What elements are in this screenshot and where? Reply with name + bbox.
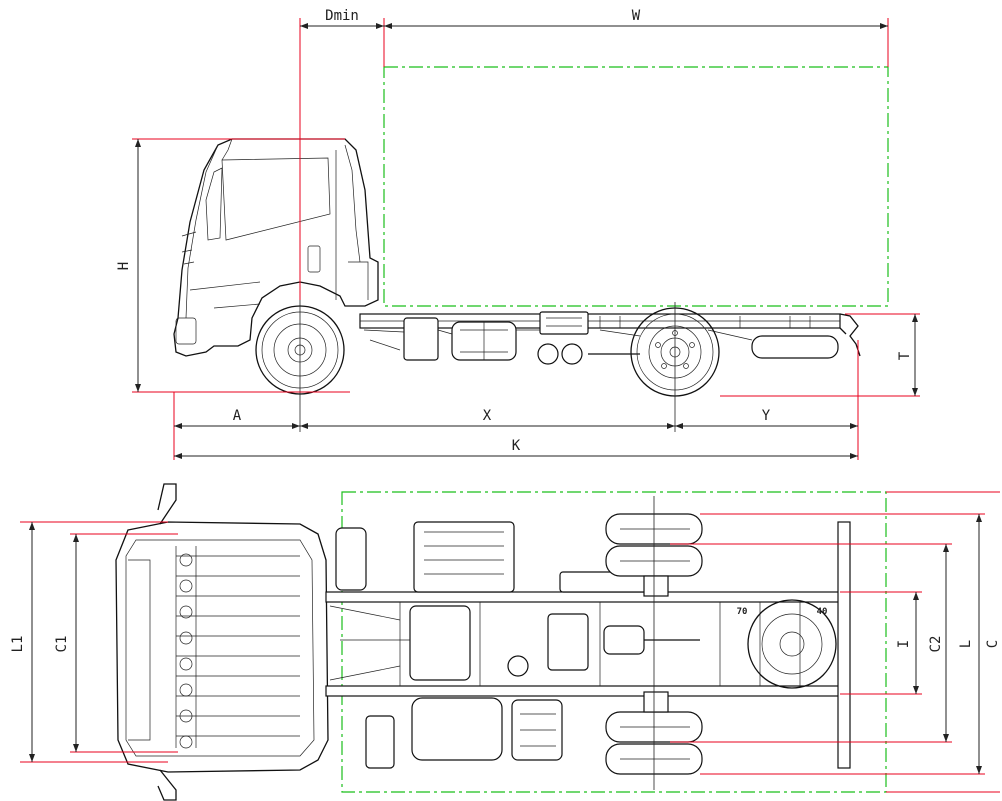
cab-side <box>173 138 379 357</box>
side-dimension-arrows <box>137 25 916 457</box>
side-dimension-lines <box>132 18 920 460</box>
dim-label-a: A <box>233 408 242 424</box>
side-arrowheads <box>135 23 918 459</box>
dim-label-l1: L1 <box>10 636 26 653</box>
cab-top <box>115 483 329 801</box>
dim-label-k: K <box>512 438 521 454</box>
cargo-body-outline-top <box>341 491 887 793</box>
dim-label-y: Y <box>762 408 771 424</box>
dim-label-w: W <box>632 8 641 24</box>
top-dimension-arrows <box>31 514 980 774</box>
dim-label-x: X <box>483 408 492 424</box>
dim-label-i: I <box>896 640 912 648</box>
dim-label-t: T <box>897 351 913 360</box>
top-dimension-lines <box>20 491 1000 793</box>
top-arrowheads <box>29 514 982 774</box>
dim-label-c1: C1 <box>54 636 70 653</box>
chassis-side <box>359 311 861 365</box>
annotation-left-mark: 70 <box>737 607 748 617</box>
dim-label-dmin: Dmin <box>325 8 359 24</box>
chassis-top <box>325 521 851 769</box>
side-view: Dmin W H T A X Y K <box>116 8 920 460</box>
cargo-body-outline <box>383 66 889 307</box>
dim-label-l: L <box>958 640 974 648</box>
dim-label-h: H <box>116 262 132 270</box>
dim-label-c: C <box>985 640 1001 648</box>
annotation-right-mark: 40 <box>817 607 828 617</box>
dim-label-c2: C2 <box>928 636 944 653</box>
top-view: 70 40 <box>10 483 1001 801</box>
